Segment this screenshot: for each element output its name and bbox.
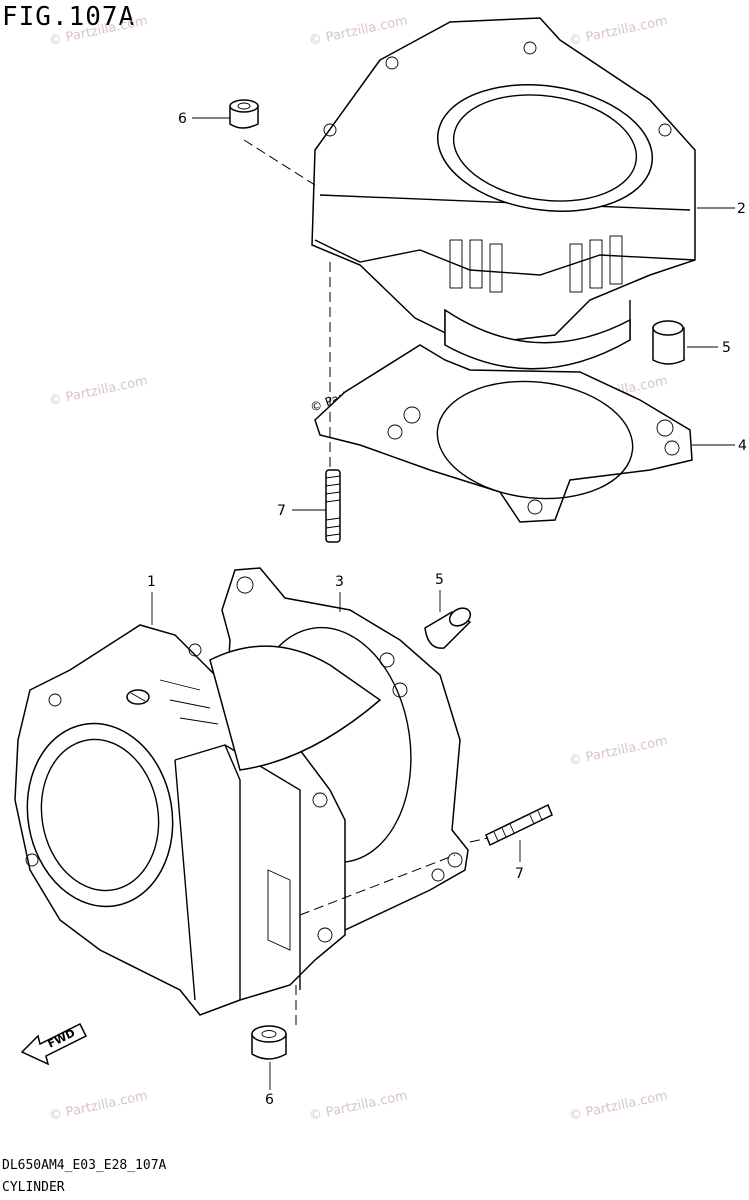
watermark: © Partzilla.com	[308, 13, 409, 49]
watermark: © Partzilla.com	[568, 733, 669, 769]
callout-top-nut: 6	[178, 111, 187, 127]
top-stud-drawing	[325, 469, 341, 543]
watermark: © Partzilla.com	[308, 1088, 409, 1124]
callout-bot-cylinder: 1	[147, 574, 156, 590]
watermark: © Partzilla.com	[568, 13, 669, 49]
top-cylinder-drawing	[311, 17, 696, 370]
callout-bot-dowel: 5	[435, 572, 444, 588]
bottom-dowel-drawing	[424, 607, 472, 649]
figure-code: DL650AM4_E03_E28_107A	[2, 1158, 167, 1173]
bottom-stud-guide	[299, 854, 456, 916]
callout-bot-nut: 6	[265, 1092, 274, 1108]
bottom-stud-drawing	[485, 803, 553, 847]
watermark: © Partzilla.com	[568, 1088, 669, 1124]
callout-top-gasket: 4	[738, 438, 747, 454]
watermark: © Partzilla.com	[48, 13, 149, 49]
callout-top-dowel: 5	[722, 340, 731, 356]
top-nut-guide	[243, 139, 316, 186]
fwd-arrow-icon: FWD	[20, 1022, 88, 1066]
bottom-nut-drawing	[251, 1025, 287, 1060]
callout-top-stud: 7	[277, 503, 286, 519]
watermark: © Partzilla.com	[48, 1088, 149, 1124]
top-dowel-drawing	[652, 320, 685, 365]
bottom-stud-guide	[469, 837, 489, 843]
figure-title: FIG.107A	[2, 2, 136, 32]
bottom-cylinder-drawing	[14, 624, 382, 1016]
top-nut-drawing	[229, 99, 259, 129]
watermark: © Partzilla.com	[48, 373, 149, 409]
top-gasket-drawing	[314, 344, 693, 523]
callout-top-cylinder: 2	[737, 201, 746, 217]
callout-bot-stud: 7	[515, 866, 524, 882]
callout-bot-gasket: 3	[335, 574, 344, 590]
figure-caption: CYLINDER	[2, 1180, 65, 1195]
